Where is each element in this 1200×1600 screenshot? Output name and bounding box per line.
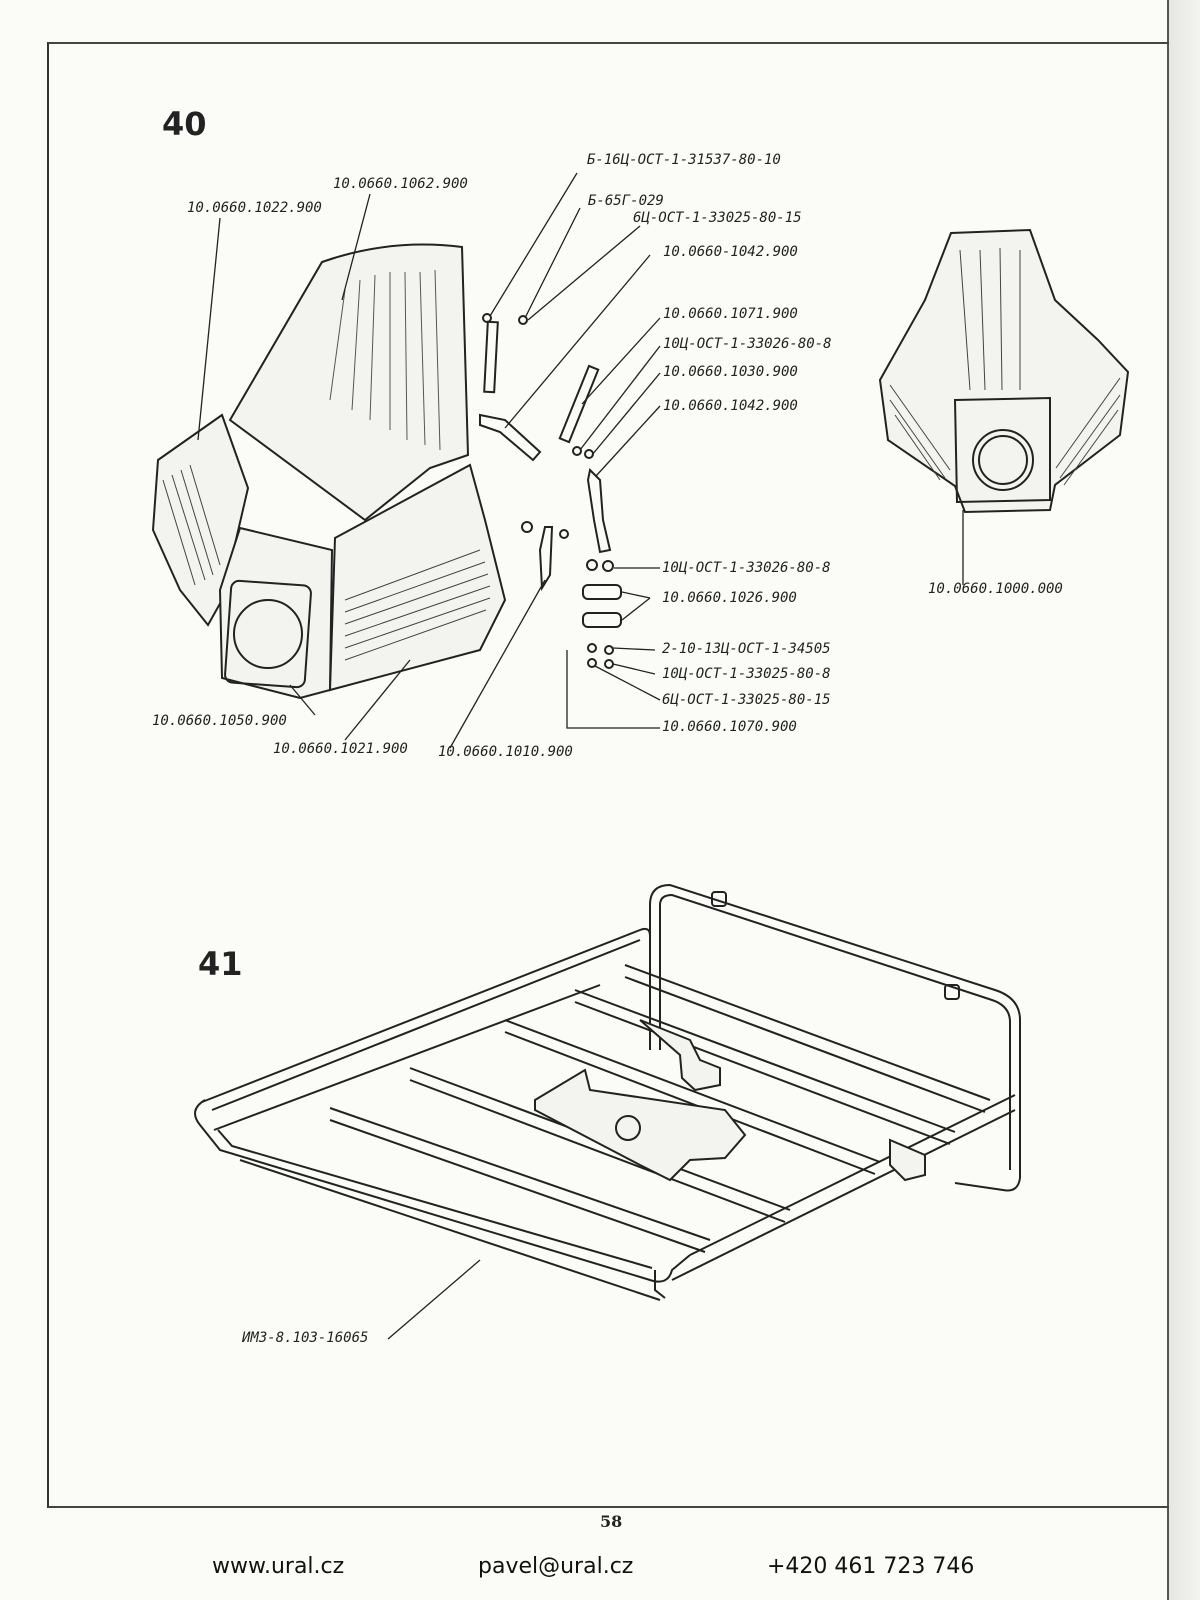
part-label: 10.0660.1021.900 [273,741,408,757]
part-label: 10.0660.1030.900 [663,364,798,380]
washer [518,315,528,325]
footer-email: pavel@ural.cz [478,1554,634,1579]
part-label: 6Ц-ОСТ-1-33025-80-15 [662,692,831,708]
mount-bracket [479,413,542,462]
part-label: 10.0660.1071.900 [663,306,798,322]
clamp-lower [582,612,622,628]
nut [587,643,597,653]
bolt [482,313,492,323]
footer-phone: +420 461 723 746 [767,1554,975,1579]
rack-slat [504,1019,881,1163]
part-label: Б-65Г-029 [588,193,664,209]
bolt [521,521,533,533]
part-label: 10.0660.1062.900 [333,176,468,192]
rack-slat [574,989,956,1133]
fairing-assembled [878,228,1130,514]
right-side-panel [328,463,507,692]
headlight-lens [233,599,303,669]
left-side-panel [151,413,250,627]
part-label: ИМЗ-8.103-16065 [242,1330,369,1346]
figure-41-number: 41 [198,945,243,983]
washer [604,659,614,669]
part-label: 10.0660.1050.900 [152,713,287,729]
part-label: 10.0660.1022.900 [187,200,322,216]
fairing-exploded [151,243,622,700]
part-label: 2-10-13Ц-ОСТ-1-34505 [662,641,831,657]
page-frame [47,42,1169,1508]
part-label: 10.0660.1010.900 [438,744,573,760]
luggage-rack [194,883,1021,1340]
part-label: 6Ц-ОСТ-1-33025-80-15 [633,210,802,226]
washer [584,449,594,459]
headlight-panel [218,526,334,700]
part-label: 10.0660.1026.900 [662,590,797,606]
clamp-1010 [538,526,554,592]
rack-left-rail [201,927,651,1103]
bracket-1042 [586,467,612,554]
page-number: 58 [600,1512,623,1531]
clamp-upper [582,584,622,600]
nut [604,645,614,655]
part-label: 10.0660.1070.900 [662,719,797,735]
part-label: 10Ц-ОСТ-1-33025-80-8 [662,666,831,682]
rack-slat [624,964,991,1101]
part-label: 10.0660.1042.900 [663,398,798,414]
washer [587,658,597,668]
part-label: 10Ц-ОСТ-1-33026-80-8 [663,336,832,352]
rack-back-loop [654,1270,666,1299]
bracket-1071 [558,364,600,444]
scan-edge [1167,0,1200,1600]
part-label: 10.0660.1000.000 [928,581,1063,597]
part-label: 10Ц-ОСТ-1-33026-80-8 [662,560,831,576]
leader-lines-40 [197,172,964,749]
part-label: 10.0660-1042.900 [663,244,798,260]
rack-front-loop [194,1099,691,1283]
footer-website: www.ural.cz [212,1554,345,1579]
rack-rear-frame-inner [659,893,1011,1170]
rack-rear-frame [649,883,1021,1192]
part-label: Б-16Ц-ОСТ-1-31537-80-10 [587,152,781,168]
rack-slat [329,1107,711,1241]
windscreen [228,243,470,522]
washer [572,446,582,456]
headlight-frame [224,579,312,689]
rack-right-rail [689,1094,1016,1256]
washer [602,560,614,572]
figure-40-number: 40 [162,105,207,143]
washer [559,529,569,539]
bracket-strip [483,320,499,394]
bolt [586,559,598,571]
